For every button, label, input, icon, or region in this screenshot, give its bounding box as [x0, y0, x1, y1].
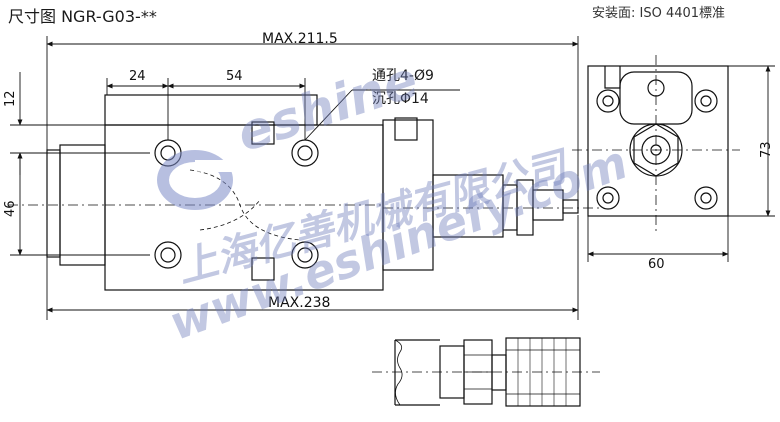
side-view: [572, 55, 740, 232]
dim-24: 24: [129, 69, 146, 84]
coil-cap: [46, 149, 61, 258]
side-dimensions: [587, 65, 775, 262]
dim-73: 73: [759, 141, 774, 158]
watermark-logo: [157, 150, 240, 210]
mounting-standard-label: 安装面: ISO 4401標准: [592, 6, 726, 21]
dim-overall-bottom: MAX.238: [268, 295, 331, 311]
counterbore-note: 沉孔Φ14: [372, 91, 429, 107]
front-dimensions: [10, 36, 579, 320]
dim-12: 12: [3, 90, 18, 107]
through-hole-note: 通孔4-Ø9: [372, 68, 434, 84]
dim-60: 60: [648, 257, 665, 272]
knob-tip: [562, 199, 579, 214]
front-view: [8, 94, 600, 291]
detail-view: [372, 337, 600, 407]
dim-46: 46: [3, 200, 18, 217]
dim-54: 54: [226, 69, 243, 84]
dim-overall-top: MAX.211.5: [262, 31, 338, 47]
drawing-title: 尺寸图 NGR-G03-**: [8, 7, 157, 26]
